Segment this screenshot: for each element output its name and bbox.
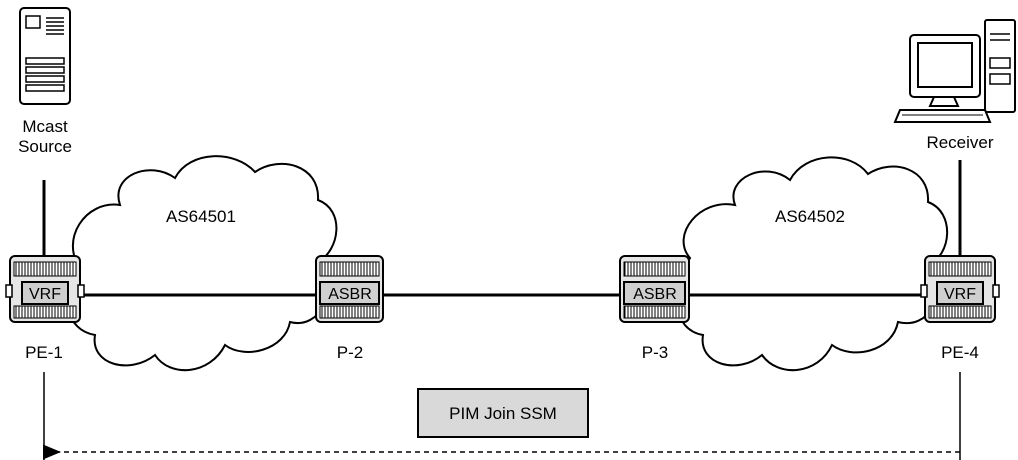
pe4-tag: VRF	[944, 286, 976, 303]
asbr-box-p2	[319, 281, 380, 305]
p3-label: P-3	[642, 343, 668, 362]
pim-join-label: PIM Join SSM	[449, 404, 557, 423]
workstation-icon	[893, 19, 1016, 123]
pim-join-box	[417, 388, 589, 438]
pe1-label: PE-1	[25, 343, 63, 362]
vrf-box-pe4	[936, 281, 984, 305]
source-label-line2: Source	[18, 137, 72, 156]
server-icon	[19, 7, 71, 105]
p2-tag: ASBR	[328, 286, 372, 303]
router-pe4: VRF	[920, 255, 1000, 323]
router-pe1: VRF	[5, 255, 85, 323]
receiver-label: Receiver	[926, 133, 993, 152]
router-p3: ASBR	[619, 255, 690, 323]
as64501-label: AS64501	[166, 207, 236, 226]
p3-tag: ASBR	[633, 286, 677, 303]
pe4-label: PE-4	[941, 343, 979, 362]
asbr-box-p3	[623, 281, 686, 305]
p2-label: P-2	[337, 343, 363, 362]
vrf-box-pe1	[21, 281, 69, 305]
pe1-tag: VRF	[29, 286, 61, 303]
cloud-as64502	[675, 156, 949, 372]
as64502-label: AS64502	[775, 207, 845, 226]
router-p2: ASBR	[315, 255, 384, 323]
source-label-line1: Mcast	[22, 117, 68, 136]
cloud-as64501	[67, 155, 338, 372]
